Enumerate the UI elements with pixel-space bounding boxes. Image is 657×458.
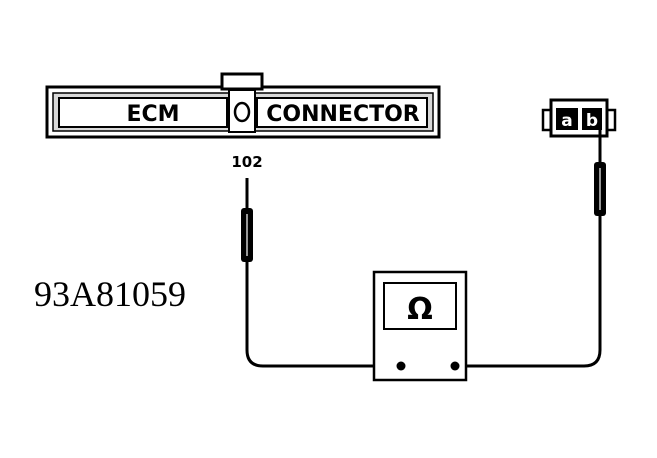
small-connector: a b bbox=[541, 98, 617, 138]
left-test-lead-wire bbox=[245, 262, 398, 368]
ecm-terminal-102 bbox=[233, 101, 251, 123]
ecm-connector-tab bbox=[220, 72, 264, 91]
ecm-label: ECM bbox=[126, 102, 179, 127]
right-probe bbox=[594, 130, 606, 216]
connector-label: CONNECTOR bbox=[266, 102, 420, 127]
ohm-symbol: Ω bbox=[407, 292, 433, 327]
pin-label-b: b bbox=[586, 111, 598, 131]
small-connector-cavity-b bbox=[582, 108, 602, 130]
pin-label-102: 102 bbox=[231, 153, 262, 171]
pin-label-a: a bbox=[561, 111, 572, 131]
right-test-lead-wire bbox=[458, 216, 602, 368]
small-connector-cavity-a bbox=[556, 108, 578, 130]
ohmmeter-terminal-right bbox=[450, 361, 460, 371]
ohmmeter-display bbox=[383, 282, 457, 330]
left-probe bbox=[241, 178, 253, 262]
ecm-connector-left-panel bbox=[58, 97, 228, 128]
ohmmeter-terminal-left bbox=[396, 361, 406, 371]
figure-id: 93A81059 bbox=[34, 274, 186, 314]
ecm-connector: ECM CONNECTOR bbox=[45, 72, 441, 139]
ohmmeter: Ω bbox=[372, 270, 468, 382]
ecm-connector-right-panel bbox=[256, 97, 428, 128]
